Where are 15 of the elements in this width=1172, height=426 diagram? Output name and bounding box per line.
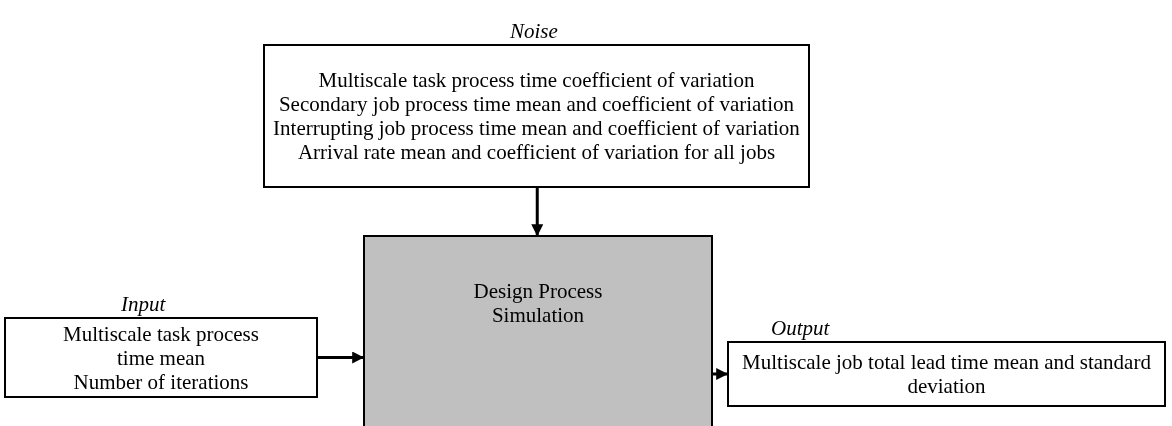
heading-label: Noise (510, 21, 558, 42)
arrow (713, 368, 729, 380)
box-text: Interrupting job process time mean and coefficient of variation (273, 116, 800, 140)
box-text: Multiscale task process time coefficient of variation (318, 68, 755, 92)
heading-label: Input (121, 294, 166, 315)
process-box (363, 235, 713, 426)
box-text: Multiscale task process time mean (62, 321, 260, 370)
box-text: Multiscale job total lead time mean and standard deviation (741, 350, 1152, 398)
heading-label: Output (771, 318, 830, 339)
box-text: Number of iterations (73, 369, 249, 394)
arrow (531, 188, 544, 237)
box-text: Secondary job process time mean and coefficient of variation (278, 92, 795, 116)
box-text: Design Process Simulation (472, 278, 604, 327)
box-text: Arrival rate mean and coefficient of variation for all jobs (297, 140, 776, 164)
arrow (318, 351, 365, 364)
